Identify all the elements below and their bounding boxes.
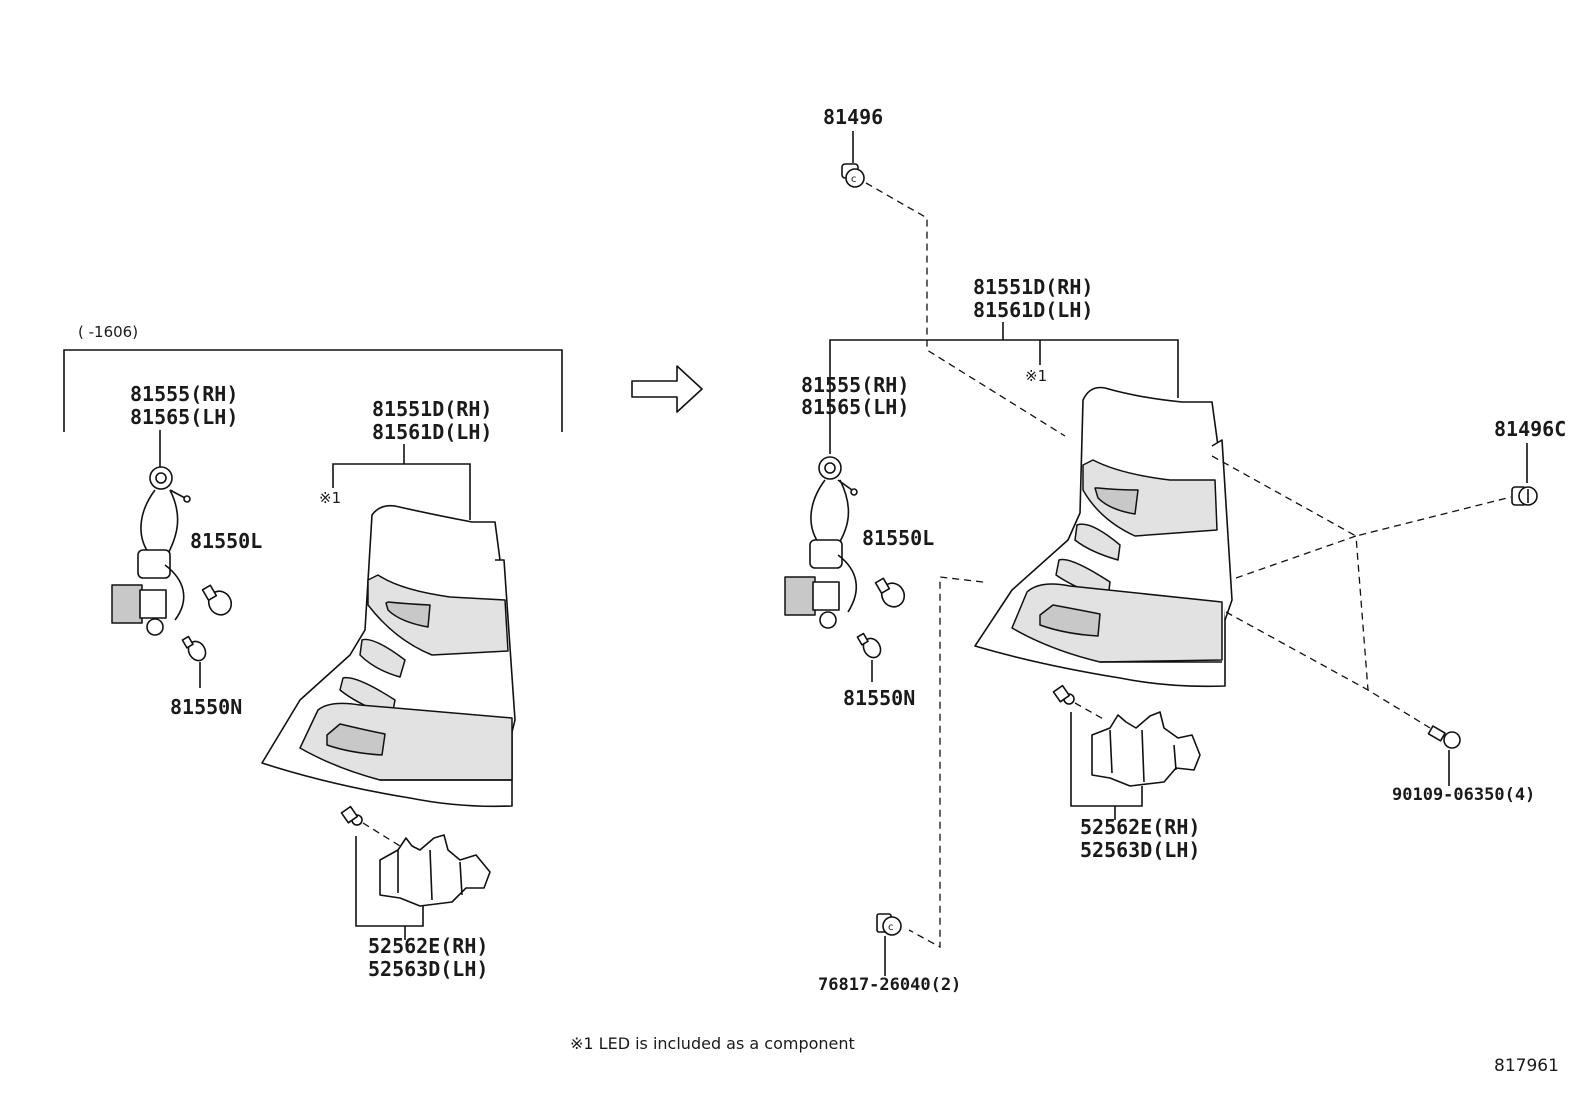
new-note-marker: ※1 [1025, 367, 1047, 385]
old-bracket-leader [355, 836, 424, 927]
new-label-90109: 90109-06350(4) [1392, 785, 1535, 805]
figure-number: 817961 [1494, 1056, 1559, 1076]
clip-81496c-icon [1511, 486, 1538, 506]
old-label-81551d-rh: 81551D(RH) [372, 397, 492, 421]
old-bulb-81550n-icon [181, 635, 207, 662]
new-dashed-81496 [865, 182, 1066, 437]
arrow-right-icon [631, 365, 703, 413]
old-label-81565-lh: 81565(LH) [130, 405, 238, 429]
new-label-81550l: 81550L [862, 526, 934, 550]
old-label-52562e-rh: 52562E(RH) [368, 934, 488, 958]
old-label-81550l: 81550L [190, 529, 262, 553]
new-label-81496: 81496 [823, 105, 883, 129]
new-dashed-90109 [1225, 611, 1431, 729]
new-tail-lamp-icon [974, 386, 1233, 688]
clip-81496-icon: c [841, 163, 865, 188]
old-label-81550n: 81550N [170, 695, 242, 719]
new-dashed-76817 [908, 576, 984, 949]
screw-90109-icon [1427, 725, 1461, 749]
new-assembly-group: 81496 c 81551D(RH) 81561D(LH) ※1 81555(R… [784, 105, 1566, 995]
new-bracket-52562e-icon [1052, 684, 1201, 787]
new-assembly-bracket [829, 339, 1179, 454]
old-label-81555-rh: 81555(RH) [130, 382, 238, 406]
new-dashed-81496c-lower [1235, 535, 1369, 691]
old-label-52563d-lh: 52563D(LH) [368, 957, 488, 981]
new-label-81496c: 81496C [1494, 417, 1566, 441]
old-note-marker: ※1 [319, 489, 341, 507]
new-label-81555-rh: 81555(RH) [801, 373, 909, 397]
new-label-52563d-lh: 52563D(LH) [1080, 838, 1200, 862]
new-label-81551d-rh: 81551D(RH) [973, 275, 1093, 299]
new-label-81550n: 81550N [843, 686, 915, 710]
new-dashed-81496c-upper [1211, 455, 1512, 537]
footnote-led: ※1 LED is included as a component [570, 1034, 855, 1053]
svg-text:c: c [888, 922, 894, 933]
new-bracket-leader [1070, 712, 1143, 807]
old-label-81561d-lh: 81561D(LH) [372, 420, 492, 444]
clip-76817-icon: c [876, 913, 902, 936]
new-label-81561d-lh: 81561D(LH) [973, 298, 1093, 322]
new-socket-harness-icon [784, 456, 858, 629]
new-label-81565-lh: 81565(LH) [801, 395, 909, 419]
old-assembly-bracket [63, 349, 563, 432]
old-assembly-group: ( -1606) 81555(RH) 81565(LH) 81551D(RH) … [63, 323, 563, 981]
old-tail-lamp-icon [261, 504, 516, 808]
old-bulb-81550l-icon [201, 584, 233, 616]
header-range-label: ( -1606) [78, 323, 138, 341]
new-bulb-81550l-icon [874, 577, 906, 608]
new-label-76817: 76817-26040(2) [818, 975, 961, 995]
new-label-52562e-rh: 52562E(RH) [1080, 815, 1200, 839]
old-lamp-bracket [332, 463, 471, 520]
svg-text:c: c [851, 174, 857, 185]
new-bulb-81550n-icon [856, 632, 882, 659]
old-socket-harness-icon [111, 466, 191, 636]
old-bracket-52562e-icon [340, 805, 491, 907]
